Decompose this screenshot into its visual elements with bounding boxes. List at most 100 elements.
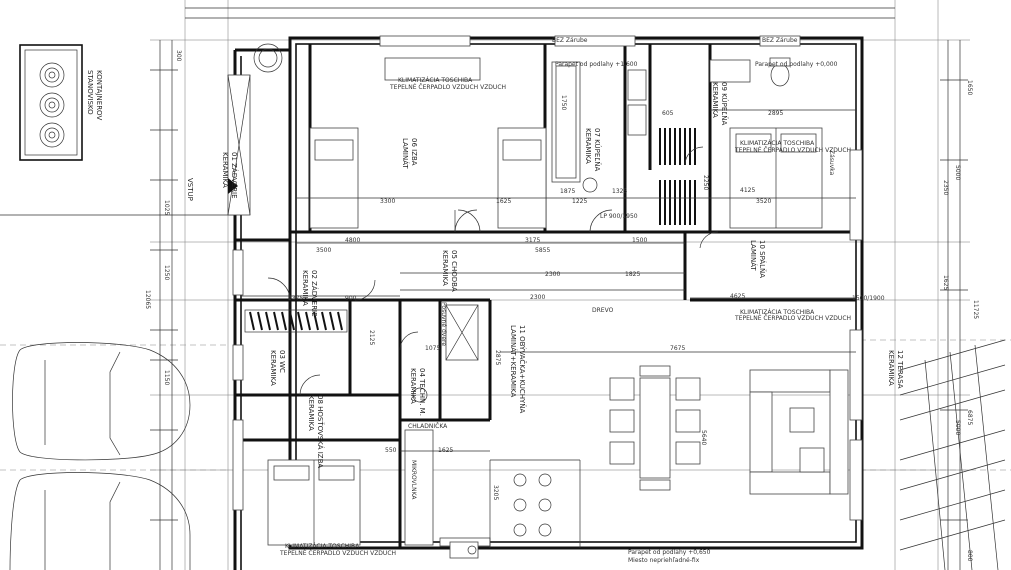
drevo-label: DREVO (592, 307, 614, 314)
dim-5855: 5855 (535, 247, 550, 254)
dim-300: 300 (175, 50, 182, 62)
parking-cars (9, 342, 191, 570)
entry-closet (227, 43, 283, 216)
dim-2300b: 2300 (530, 294, 545, 301)
room02-floor: KERAMIKA (301, 270, 309, 306)
dim-3205: 3205 (492, 485, 499, 500)
doors (267, 146, 719, 396)
dim-1825: 1825 (625, 271, 640, 278)
room04-label: 04 TECHN. M. (418, 368, 426, 416)
technical-room-fixtures (412, 304, 479, 403)
dim-1225: 1225 (572, 198, 587, 205)
room05-label: 05 CHODBA (450, 250, 458, 292)
dim-900: 900 (345, 295, 357, 302)
annotations: KLIMATIZÁCIA TOSCHIBA TEPELNÉ ČERPADLO V… (186, 37, 885, 564)
dim-2350: 2350 (942, 180, 949, 195)
parapet-2: Parapet od podlahy +0,000 (755, 61, 838, 68)
room08-label: 08 HOSŤOVSKÁ IZBA (316, 395, 325, 468)
klim-label-1: KLIMATIZÁCIA TOSCHIBA (398, 77, 473, 84)
dining-table (609, 365, 701, 491)
dim-1250: 1250 (163, 265, 170, 280)
dim-1750: 1750 (560, 95, 567, 110)
klim-label-3: KLIMATIZÁCIA TOSCHIBA (740, 140, 815, 147)
klim-label-2: TEPELNÉ ČERPADLO VZDUCH VZDUCH (389, 83, 506, 91)
dim-4125: 4125 (740, 187, 755, 194)
dim-1150: 1150 (163, 370, 170, 385)
room11-label: 11 OBÝVAČKA+KUCHYŇA (518, 325, 527, 414)
dim-1325: 1325 (612, 188, 627, 195)
dim-5640: 5640 (700, 430, 707, 445)
bez-zarubne-1: BEZ Zárube (552, 37, 588, 44)
klim-label-6: TEPELNÉ ČERPADLO VZDUCH VZDUCH (734, 314, 851, 322)
hatched-elements (244, 128, 696, 333)
dim-6875: 6875 (966, 410, 973, 425)
room05-floor: KERAMIKA (441, 250, 449, 286)
kitchen (404, 429, 581, 559)
room10-bed (729, 127, 823, 229)
room08-floor: KERAMIKA (307, 395, 315, 431)
room09-label: 09 KÚPEĽŇA (720, 82, 729, 125)
dim-4625: 4625 (730, 293, 745, 300)
dim-2875: 2875 (494, 350, 501, 365)
parapet-3: Parapet od podlahy +0,650 (628, 549, 711, 556)
kontajnerov-label: KONTAJNEROV (95, 70, 103, 120)
dim-3520: 3520 (756, 198, 771, 205)
door-code-1: LP 900/1950 (600, 213, 638, 220)
dim-550: 550 (385, 447, 397, 454)
room08-bed (267, 459, 361, 546)
room01-floor: KERAMIKA (221, 152, 229, 188)
dim-4800: 4800 (345, 237, 360, 244)
bathroom09-fixtures (709, 57, 791, 87)
dim-1650: 1650 (966, 80, 973, 95)
mikrovlnka-label: MIKROVLNKA (410, 460, 417, 500)
parapet-1: Parapet od podlahy +1,600 (555, 61, 638, 68)
dim-7675: 7675 (670, 345, 685, 352)
dim-605: 605 (662, 110, 674, 117)
dim-2895: 2895 (768, 110, 783, 117)
dim-3500: 3500 (316, 247, 331, 254)
room-labels: 01 ZÁDVERIE KERAMIKA 02 ZÁDVERIE KERAMIK… (221, 82, 904, 468)
room12-label: 12 TERASA (896, 350, 904, 389)
dim-1025: 1025 (163, 200, 170, 215)
room10-label: 10 SPÁLŇA (758, 240, 767, 278)
room06-label: 06 IZBA (410, 138, 418, 166)
klim-label-8: TEPELNÉ ČERPADLO VZDUCH VZDUCH (279, 549, 396, 557)
stanovisko-label: STANOVISKO (86, 70, 94, 115)
dim-2250: 2250 (702, 175, 709, 190)
room03-floor: KERAMIKA (269, 350, 277, 386)
dim-1625c: 1625 (942, 275, 949, 290)
dim-12065: 12065 (144, 290, 151, 309)
room06-floor: LAMINÁT (401, 138, 410, 169)
dim-1625b: 1625 (438, 447, 453, 454)
room04-floor: KERAMIKA (409, 368, 417, 404)
chladnicka-label: CHLADNIČKA (408, 423, 448, 430)
klim-label-5: KLIMATIZÁCIA TOSCHIBA (740, 309, 815, 316)
dim-1625: 1625 (496, 198, 511, 205)
klim-label-4: TEPELNÉ ČERPADLO VZDUCH VZDUCH (734, 146, 851, 154)
room02-label: 02 ZÁDVERIE (310, 270, 319, 317)
room07-label: 07 KÚPEĽŇA (593, 128, 602, 171)
vstup-label: VSTUP (186, 178, 194, 201)
room07-floor: KERAMIKA (584, 128, 592, 164)
klim-label-7: KLIMATIZÁCIA TOSCHIBA (285, 543, 360, 550)
zasuvka-label: Zásuvka (828, 150, 835, 176)
dim-1075: 1075 (425, 345, 440, 352)
room10-floor: LAMINÁT (749, 240, 758, 271)
dim-1500: 1500 (632, 237, 647, 244)
room01-label: 01 ZÁDVERIE (230, 152, 239, 199)
interior-walls (241, 44, 856, 548)
room03-label: 03 WC (278, 350, 286, 373)
dim-800: 800 (966, 550, 973, 562)
dimensions: 3300 1625 4800 3500 3175 1500 5855 2300 … (144, 50, 979, 562)
living-sofa (749, 369, 849, 495)
inner-dim-lines (241, 109, 856, 452)
dim-2375: 2375 (288, 295, 303, 302)
dim-5000b: 5000 (954, 420, 961, 435)
dim-1875: 1875 (560, 188, 575, 195)
container-station: STANOVISKO KONTAJNEROV (19, 44, 103, 161)
dim-3300: 3300 (380, 198, 395, 205)
bathroom07-fixtures (551, 61, 647, 193)
dim-3175: 3175 (525, 237, 540, 244)
dim-11725: 11725 (972, 300, 979, 319)
